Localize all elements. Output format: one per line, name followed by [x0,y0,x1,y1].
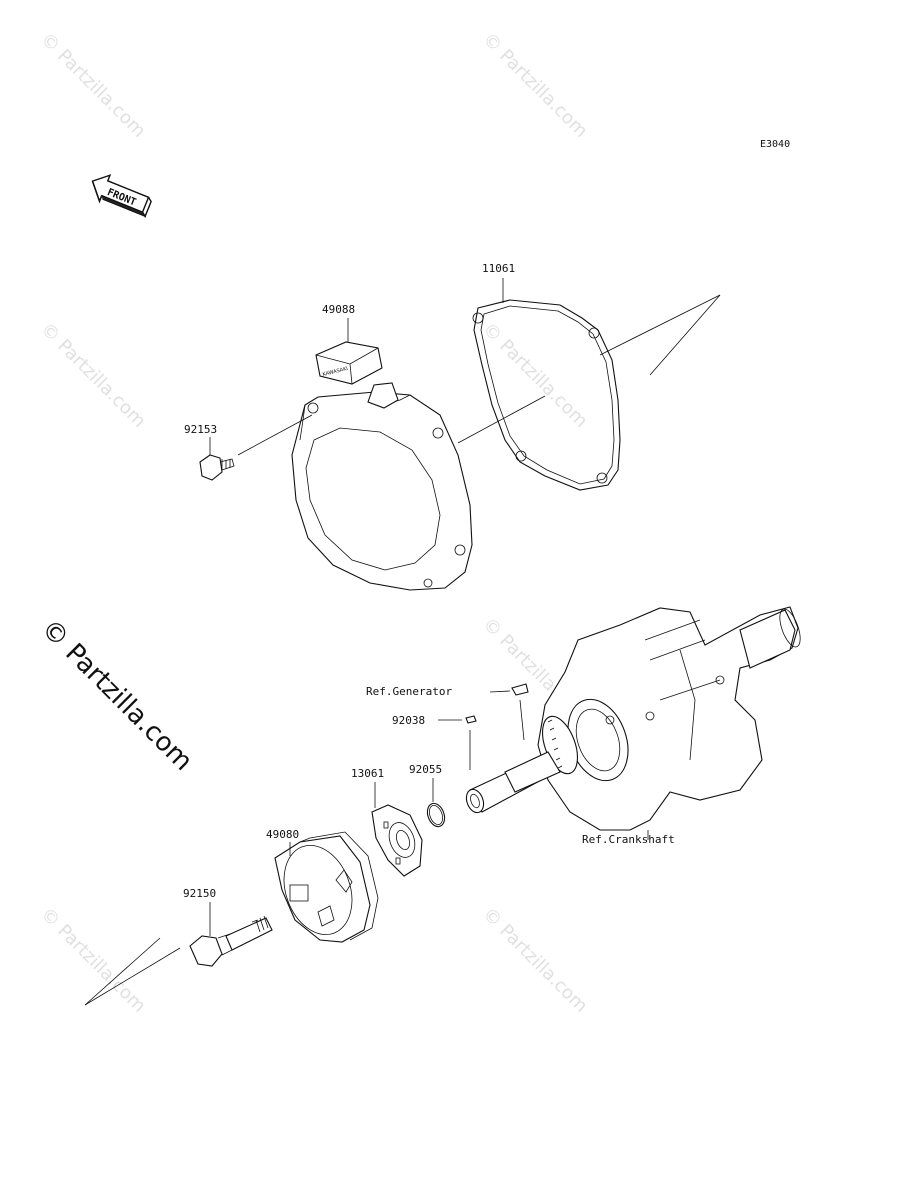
watermark: © Partzilla.com [478,29,591,142]
watermark: © Partzilla.com [478,904,591,1017]
pulley-49080 [274,831,379,943]
label-49080: 49080 [266,828,299,841]
label-92153: 92153 [184,423,217,436]
crankshaft-ref [465,606,801,840]
label-11061: 11061 [482,262,515,275]
label-ref-crankshaft: Ref.Crankshaft [582,833,675,846]
label-49088: 49088 [322,303,355,316]
label-92150: 92150 [183,887,216,900]
watermark: © Partzilla.com [36,29,149,142]
watermark: © Partzilla.com [36,319,149,432]
label-92038: 92038 [392,714,425,727]
plate-13061 [371,782,423,877]
recoil-starter-49088: KAWASAKI [291,318,473,591]
bolt-92153 [199,414,313,481]
watermark-large: © Partzilla.com [35,614,198,777]
key-92038 [438,715,477,770]
label-13061: 13061 [351,767,384,780]
o-ring-92055 [426,778,446,828]
bolt-92150 [84,902,273,1006]
front-arrow-icon: FRONT [91,174,152,218]
woodruff-key-ref-generator [489,683,529,741]
diagram-code: E3040 [760,139,790,150]
label-92055: 92055 [409,763,442,776]
label-ref-generator: Ref.Generator [366,685,452,698]
gasket-11061 [457,278,721,491]
